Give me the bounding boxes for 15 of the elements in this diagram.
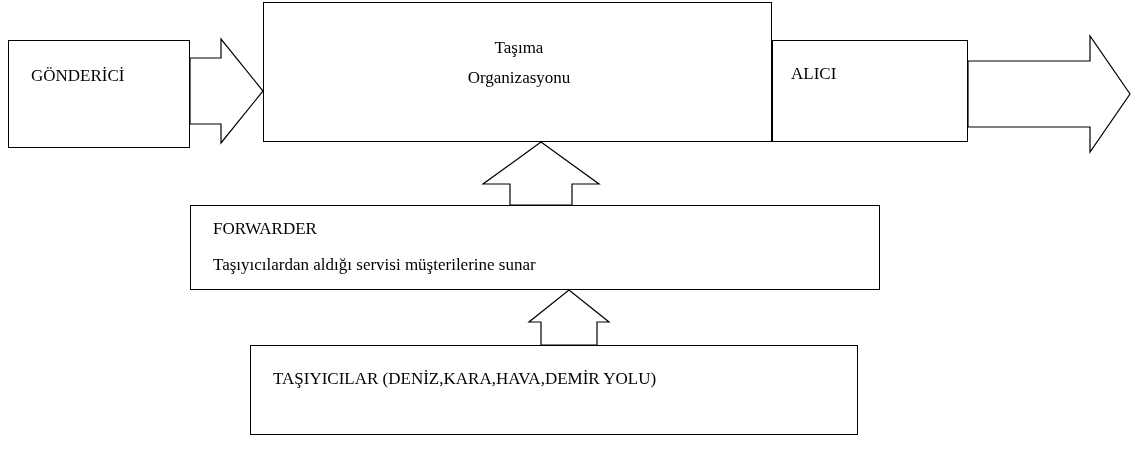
box-text: Taşıma Organizasyonu: [466, 37, 572, 89]
process-box: [8, 40, 190, 148]
box-text: TAŞIYICILAR (DENİZ,KARA,HAVA,DEMİR YOLU): [273, 368, 657, 390]
process-box: [190, 205, 880, 290]
box-heading: FORWARDER: [213, 218, 317, 240]
process-box: [263, 2, 772, 142]
box-text: Taşıyıcılardan aldığı servisi müşterilerine sunar: [213, 254, 536, 276]
block-arrow: [189, 37, 264, 145]
box-text: GÖNDERİCİ: [31, 65, 125, 87]
process-box: [250, 345, 858, 435]
block-arrow: [527, 289, 611, 346]
process-box: [772, 40, 968, 142]
box-text: ALICI: [791, 63, 837, 85]
block-arrow: [967, 34, 1131, 154]
block-arrow: [481, 141, 601, 206]
